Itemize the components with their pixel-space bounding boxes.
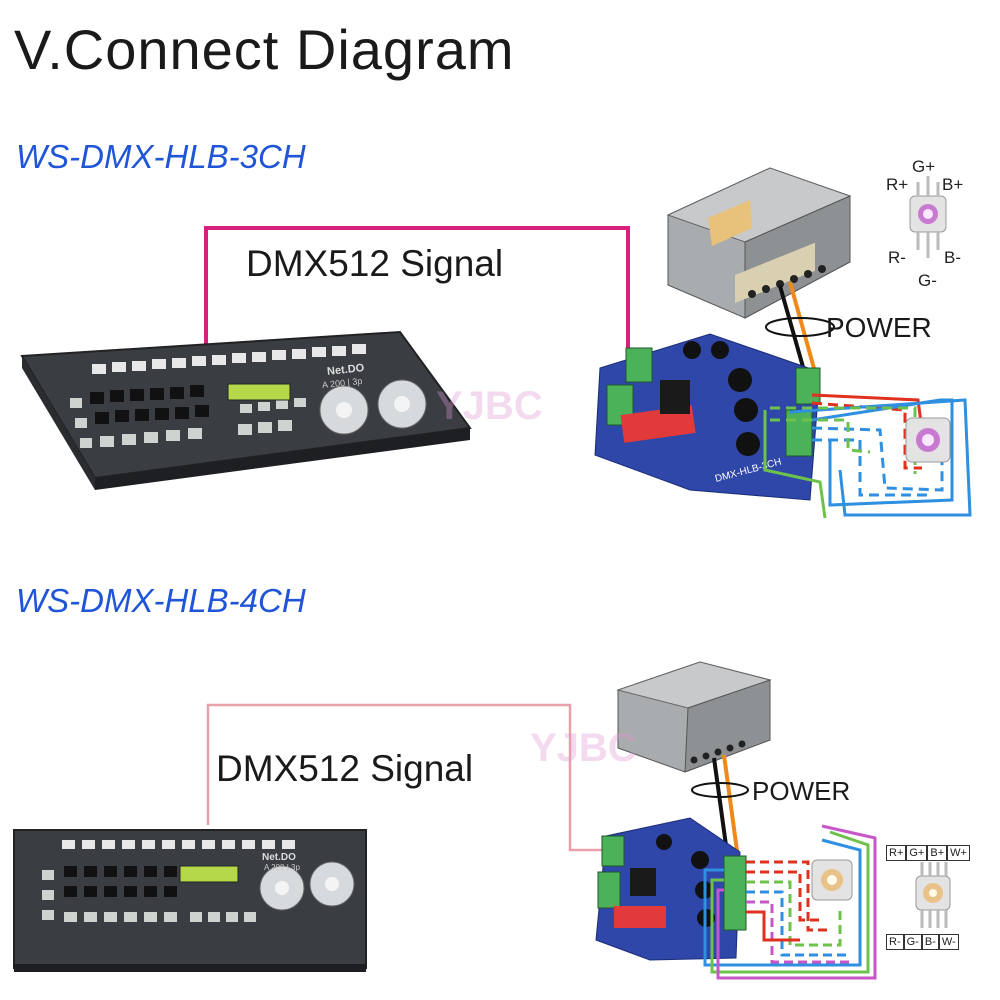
controller-model-4ch: A 200 | 3p: [264, 863, 300, 872]
led-wiring-3ch: [763, 393, 972, 519]
dmx-controller-3ch: [20, 330, 472, 490]
model-title-4ch: WS-DMX-HLB-4CH: [16, 582, 306, 619]
pin-w-plus-4ch: W+: [947, 845, 970, 862]
power-supply-3ch: [666, 167, 852, 319]
diagram-title: V.Connect Diagram: [14, 18, 515, 81]
pin-g-plus-3ch: G+: [912, 157, 936, 176]
pin-r-minus-3ch: R-: [888, 248, 906, 267]
dmx-signal-label-3ch: DMX512 Signal: [246, 243, 504, 284]
dmx-signal-wire-3ch: [204, 226, 630, 355]
controller-brand-4ch: Net.DO: [262, 852, 296, 863]
rgb-led-pinout-3ch: [909, 176, 947, 258]
pin-labels-top-4ch: R+ G+ B+ W+: [886, 845, 970, 862]
pin-b-minus-4ch: B-: [921, 934, 939, 951]
pin-g-minus-3ch: G-: [918, 271, 937, 290]
pin-b-minus-3ch: B-: [944, 248, 961, 267]
pin-g-minus-4ch: G-: [903, 934, 922, 951]
power-label-4ch: POWER: [752, 776, 851, 806]
pin-r-minus-4ch: R-: [886, 934, 904, 951]
rgb-led-3ch: [905, 417, 951, 463]
watermark-3ch: YJBC: [436, 384, 543, 428]
pin-r-plus-4ch: R+: [886, 845, 907, 862]
pin-g-plus-4ch: G+: [906, 845, 928, 862]
model-title-3ch: WS-DMX-HLB-3CH: [16, 138, 306, 175]
pin-w-minus-4ch: W-: [938, 934, 959, 951]
pin-b-plus-3ch: B+: [942, 175, 964, 194]
pin-labels-bottom-4ch: R- G- B- W-: [886, 934, 959, 951]
pin-b-plus-4ch: B+: [927, 845, 948, 862]
dmx-signal-label-4ch: DMX512 Signal: [216, 748, 474, 789]
pin-r-plus-3ch: R+: [886, 175, 909, 194]
power-label-3ch: POWER: [826, 312, 932, 343]
watermark-4ch: YJBC: [530, 726, 637, 770]
